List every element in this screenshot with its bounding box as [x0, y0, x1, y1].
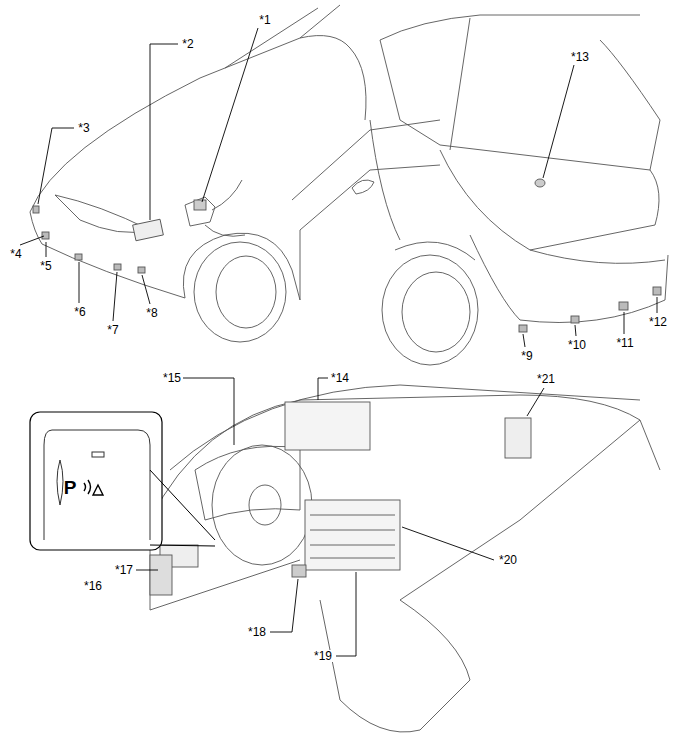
rear-window — [400, 40, 660, 170]
sensor — [619, 302, 628, 310]
inset — [30, 412, 215, 550]
leader-line — [46, 242, 47, 257]
callout-number: *8 — [145, 307, 158, 319]
door-line — [292, 120, 440, 300]
callout-number: *21 — [536, 373, 556, 385]
windshield — [225, 5, 366, 120]
dash-outline — [150, 395, 660, 610]
leader-line — [624, 312, 625, 334]
leader-line — [527, 388, 544, 416]
callout-number: *1 — [258, 14, 271, 26]
front-wheel — [194, 242, 286, 342]
sensor — [519, 325, 527, 332]
callout-number: *2 — [181, 38, 194, 50]
ecu-box — [133, 219, 164, 240]
leader-line — [142, 275, 150, 304]
rear-fender — [370, 120, 475, 260]
leader-line — [20, 236, 44, 245]
callout-number: *20 — [498, 554, 518, 566]
rear-car — [370, 15, 668, 365]
callout-number: *18 — [247, 626, 267, 638]
rear-wheel — [382, 255, 478, 365]
callout-number: *3 — [77, 122, 90, 134]
leader-line — [657, 297, 658, 313]
cluster — [195, 446, 300, 520]
bumper — [470, 235, 668, 323]
leader-lines — [20, 28, 657, 656]
callout-number: *10 — [567, 339, 587, 351]
sensor — [114, 264, 121, 270]
knee-part — [292, 565, 306, 577]
switch-side — [57, 460, 63, 505]
sensor — [42, 232, 49, 239]
callout-number: *7 — [106, 324, 119, 336]
trunk — [440, 150, 665, 263]
callout-number: *11 — [615, 337, 634, 349]
inset-frame — [30, 412, 162, 550]
leader-line — [183, 378, 234, 445]
leader-line — [150, 44, 178, 220]
leader-line — [523, 334, 525, 347]
callout-number: *15 — [162, 372, 182, 384]
callout-number: *12 — [648, 316, 668, 328]
steering-wheel — [212, 445, 312, 565]
leader-line — [202, 28, 258, 202]
center-panel — [305, 500, 400, 570]
callout-number: *9 — [520, 350, 533, 362]
steering-hub — [249, 485, 281, 525]
callout-number: *19 — [313, 650, 333, 662]
sensor — [33, 206, 39, 213]
switch-symbol-text: P — [63, 478, 78, 497]
right-unit — [505, 418, 531, 458]
sensor — [571, 316, 579, 323]
inset-leader — [150, 470, 215, 546]
callout-number: *6 — [73, 306, 86, 318]
panel-details — [310, 515, 395, 558]
console — [320, 600, 470, 732]
roof — [380, 15, 640, 150]
callout-number: *13 — [570, 51, 590, 63]
parts-box — [194, 200, 206, 210]
leader-line — [336, 572, 356, 656]
sensor — [75, 254, 82, 260]
windshield-base — [170, 385, 640, 470]
front-rim — [216, 256, 276, 328]
leader-line — [318, 378, 328, 400]
mirror — [352, 180, 374, 194]
sonar-symbol — [84, 480, 103, 495]
leader-line — [113, 272, 117, 321]
display — [285, 402, 370, 450]
engine-parts — [185, 180, 245, 236]
hood-outline — [30, 36, 350, 212]
fender — [30, 212, 300, 300]
callout-number: *5 — [39, 260, 52, 272]
leader-line — [402, 527, 494, 560]
lower-unit — [150, 555, 172, 595]
sensor — [138, 267, 145, 273]
leader-line — [543, 65, 574, 178]
callout-number: *14 — [330, 372, 350, 384]
roof-sensor — [535, 179, 545, 187]
dashboard — [150, 385, 660, 732]
callout-number: *16 — [83, 580, 103, 592]
callout-number: *17 — [114, 564, 134, 576]
callout-number: *4 — [9, 248, 22, 260]
leader-line — [79, 262, 80, 303]
leader-line — [575, 325, 576, 336]
leader-line — [270, 579, 298, 632]
rear-rim — [402, 272, 470, 352]
sensor — [653, 287, 661, 295]
leader-line — [136, 570, 158, 571]
indicator — [92, 452, 104, 457]
switch-outline — [44, 430, 150, 540]
leader-line — [38, 128, 74, 204]
